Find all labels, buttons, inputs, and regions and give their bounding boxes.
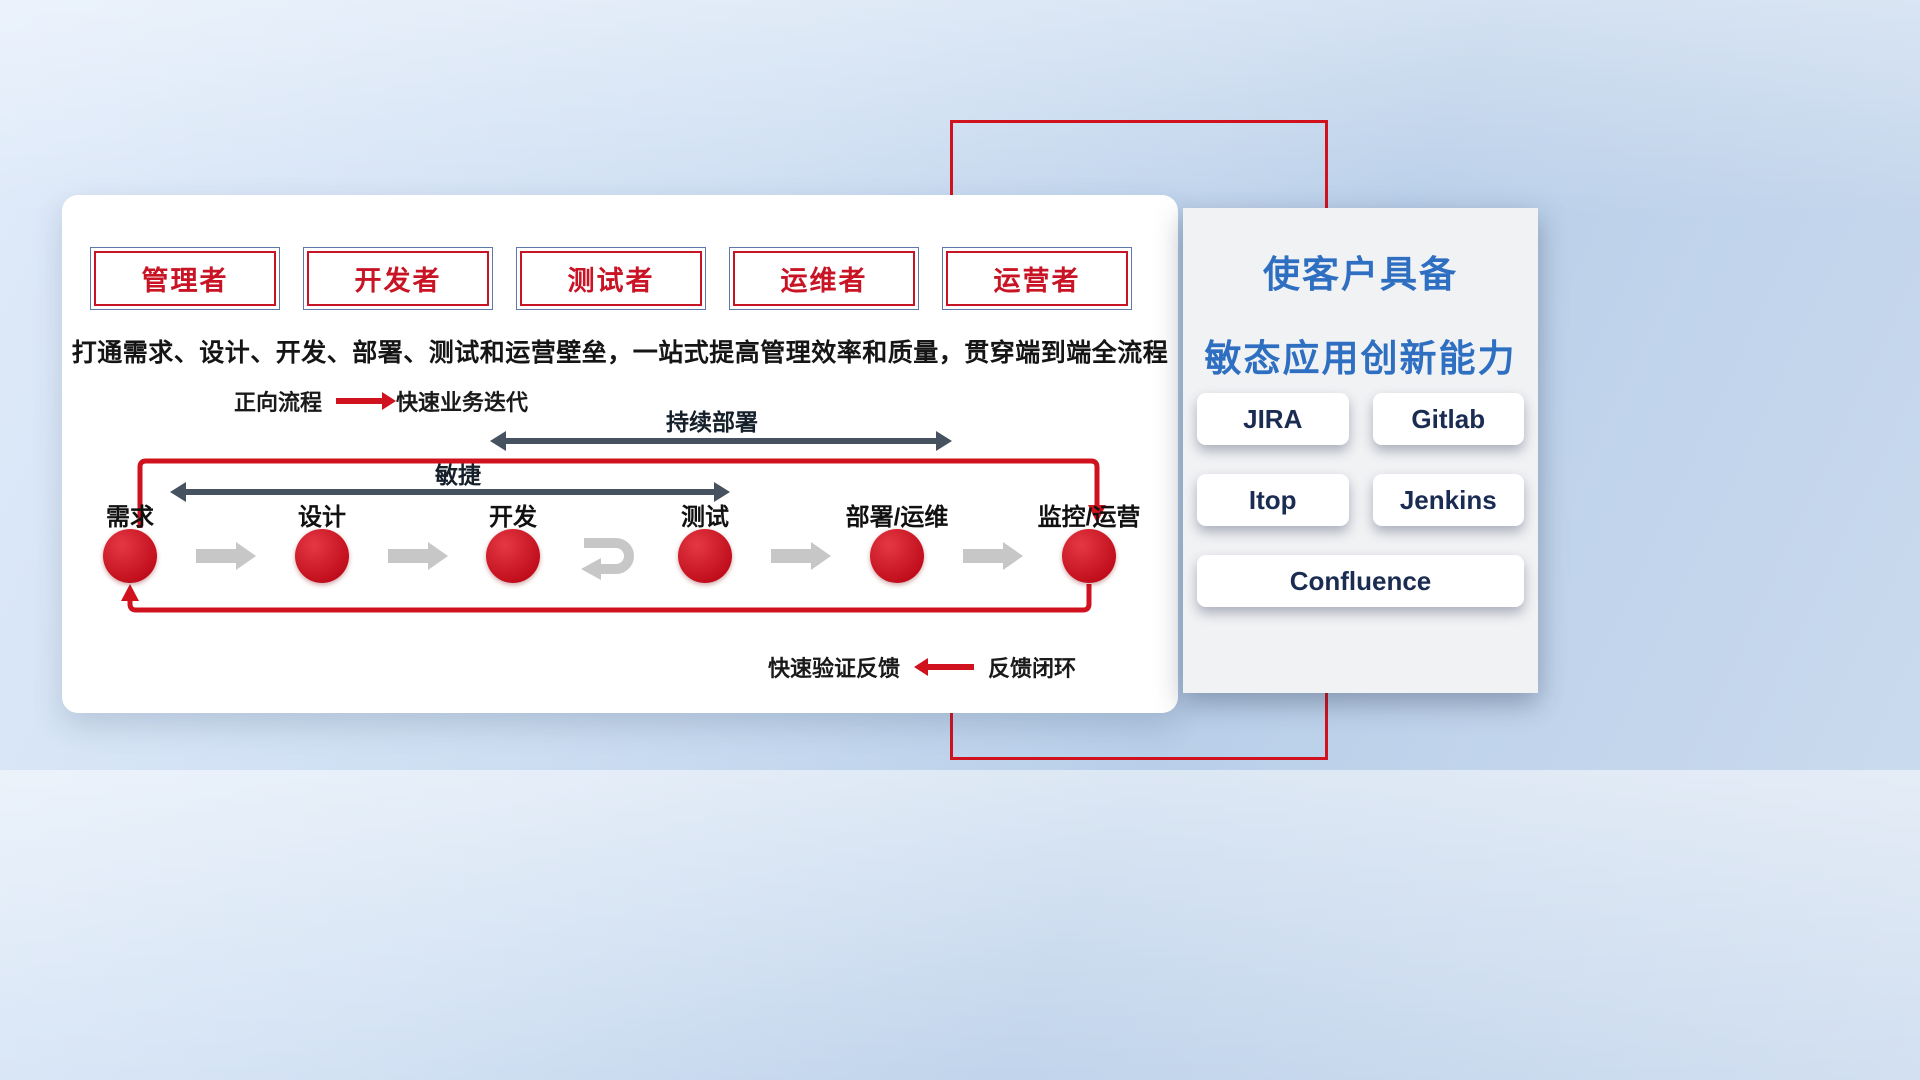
node-label-deploy-ops: 部署/运维: [845, 504, 949, 531]
tool-button-confluence[interactable]: Confluence: [1197, 555, 1524, 607]
iterate-return-arrow-icon: [581, 538, 634, 580]
feedback-arrow-icon: [914, 658, 975, 676]
agile-arrow: [170, 482, 730, 502]
tool-button-jenkins[interactable]: Jenkins: [1372, 474, 1524, 526]
role-box-inner: 开发者: [307, 251, 489, 306]
role-box-manager: 管理者: [90, 247, 280, 310]
node-circle-testing: [678, 529, 732, 583]
forward-legend-label: 正向流程: [234, 390, 323, 415]
node-circle-development: [486, 529, 540, 583]
role-box-ops: 运维者: [729, 247, 919, 310]
role-box-operator: 运营者: [942, 247, 1132, 310]
capability-panel: 使客户具备 敏态应用创新能力 JIRA Gitlab Itop Jenkins …: [1183, 208, 1538, 693]
forward-arrow-icon: [336, 392, 397, 410]
feedback-loop-arrowhead-icon: [121, 584, 139, 601]
node-label-testing: 测试: [681, 504, 729, 531]
role-box-tester: 测试者: [516, 247, 706, 310]
node-label-design: 设计: [298, 504, 346, 531]
flow-arrow-icon: [963, 542, 1023, 570]
role-box-inner: 测试者: [520, 251, 702, 306]
role-label: 开发者: [354, 266, 442, 296]
feedback-legend-value: 反馈闭环: [988, 656, 1077, 681]
role-label: 运营者: [993, 266, 1081, 296]
panel-title-line1: 使客户具备: [1263, 254, 1458, 295]
forward-legend: 正向流程 快速业务迭代: [234, 385, 528, 417]
return-arrow-path: [584, 538, 634, 574]
node-circle-deploy-ops: [870, 529, 924, 583]
node-label-development: 开发: [489, 504, 537, 531]
flow-arrow-icon: [388, 542, 448, 570]
forward-legend-value: 快速业务迭代: [396, 390, 529, 415]
role-label: 测试者: [567, 266, 655, 296]
role-box-inner: 运维者: [733, 251, 915, 306]
devops-flow-card: 管理者 开发者 测试者 运维者 运营者: [62, 195, 1178, 713]
tool-grid: JIRA Gitlab Itop Jenkins Confluence: [1197, 393, 1524, 607]
role-box-inner: 运营者: [946, 251, 1128, 306]
tool-button-gitlab[interactable]: Gitlab: [1372, 393, 1524, 445]
return-arrowhead-icon: [581, 558, 601, 580]
tool-button-itop[interactable]: Itop: [1197, 474, 1349, 526]
role-label: 管理者: [141, 266, 229, 296]
node-label-monitor-operate: 监控/运营: [1037, 504, 1141, 531]
node-label-requirements: 需求: [106, 504, 154, 531]
node-circle-requirements: [103, 529, 157, 583]
description-text: 打通需求、设计、开发、部署、测试和运营壁垒，一站式提高管理效率和质量，贯穿端到端…: [71, 339, 1169, 367]
role-row: 管理者 开发者 测试者 运维者 运营者: [90, 247, 1132, 310]
continuous-deploy-label: 持续部署: [666, 409, 758, 435]
agile-label: 敏捷: [435, 462, 481, 488]
feedback-legend-label: 快速验证反馈: [768, 656, 901, 681]
node-circle-monitor-operate: [1062, 529, 1116, 583]
tool-button-jira[interactable]: JIRA: [1197, 393, 1349, 445]
role-label: 运维者: [780, 266, 868, 296]
flow-arrow-icon: [196, 542, 256, 570]
flow-arrow-icon: [771, 542, 831, 570]
panel-title-line2: 敏态应用创新能力: [1204, 338, 1517, 379]
feedback-loop-line: [127, 584, 1092, 613]
node-circle-design: [295, 529, 349, 583]
continuous-deploy-arrow: [490, 431, 952, 451]
role-box-inner: 管理者: [94, 251, 276, 306]
role-box-developer: 开发者: [303, 247, 493, 310]
feedback-legend: 快速验证反馈 反馈闭环: [768, 651, 1076, 683]
